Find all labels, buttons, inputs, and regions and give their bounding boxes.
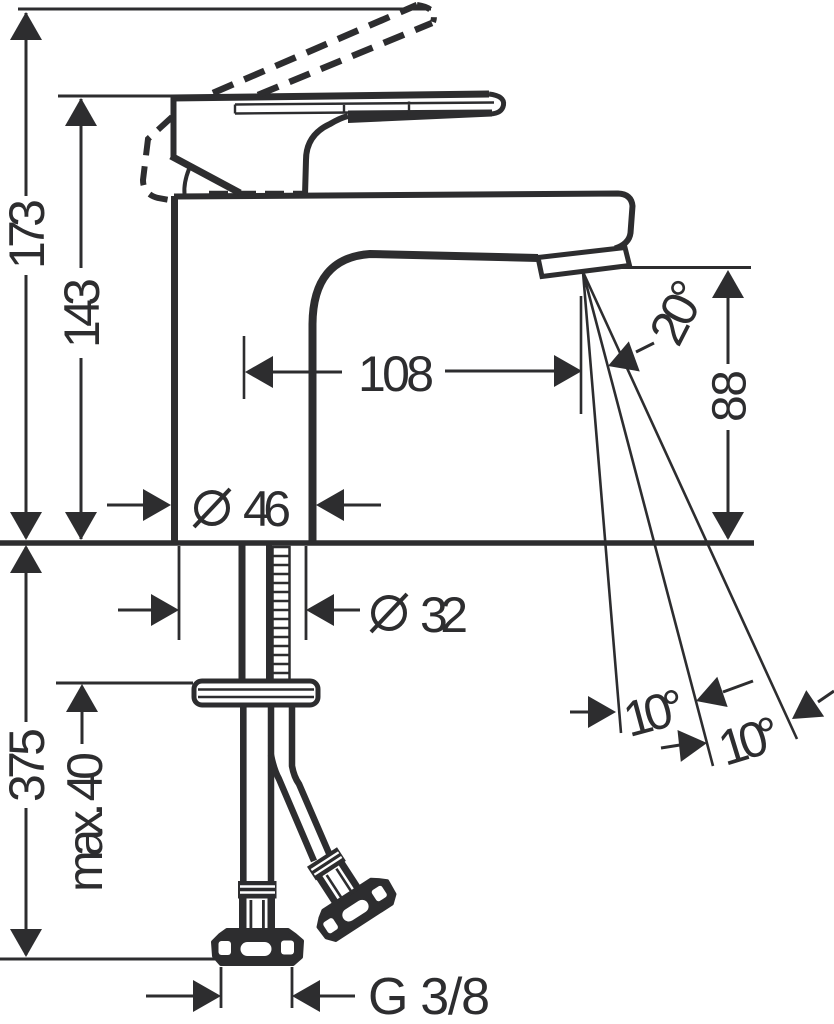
svg-text:46: 46 bbox=[243, 481, 291, 537]
svg-text:10°: 10° bbox=[712, 705, 787, 776]
svg-text:G 3/8: G 3/8 bbox=[368, 968, 490, 1024]
svg-text:173: 173 bbox=[0, 199, 55, 269]
svg-text:375: 375 bbox=[0, 728, 55, 802]
svg-text:20°: 20° bbox=[638, 271, 717, 353]
svg-text:143: 143 bbox=[54, 278, 110, 348]
svg-text:32: 32 bbox=[420, 587, 468, 643]
svg-text:108: 108 bbox=[358, 346, 434, 402]
svg-text:max. 40: max. 40 bbox=[57, 752, 113, 892]
svg-text:88: 88 bbox=[704, 370, 757, 422]
